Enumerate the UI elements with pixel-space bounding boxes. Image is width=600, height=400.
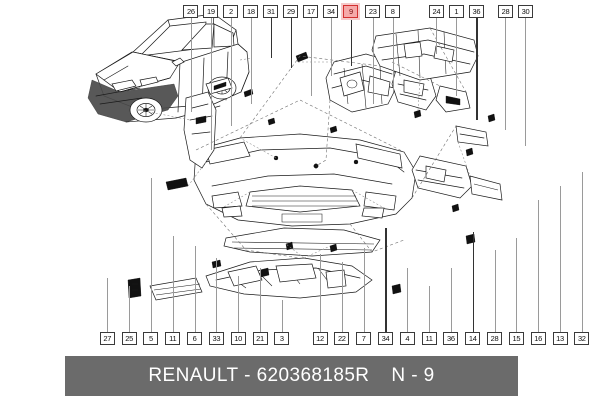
leader-line-23-t9 <box>372 18 374 104</box>
bottom-callout-12-9[interactable]: 12 <box>312 332 328 345</box>
top-callout-1-12[interactable]: 1 <box>448 5 464 18</box>
top-callout-19-1[interactable]: 19 <box>203 5 219 18</box>
bottom-callout-11-3[interactable]: 11 <box>165 332 181 345</box>
leader-line-36-t13 <box>476 18 478 120</box>
leader-line-2-t2 <box>230 18 232 126</box>
leader-line-1-t12 <box>456 18 458 96</box>
leader-line-11-b3 <box>172 236 174 332</box>
leader-line-30-t15 <box>525 18 527 146</box>
leader-line-15-b18 <box>516 238 518 332</box>
leader-line-11-b14 <box>429 286 431 332</box>
bottom-callout-16-19[interactable]: 16 <box>530 332 546 345</box>
bottom-callout-13-20[interactable]: 13 <box>552 332 568 345</box>
right-bracket-group <box>411 85 503 201</box>
leader-line-6-b4 <box>194 246 196 332</box>
leader-line-32-b21 <box>581 172 583 332</box>
bottom-callout-21-7[interactable]: 21 <box>252 332 268 345</box>
leader-line-5-b2 <box>150 178 152 332</box>
front-bumper-cover <box>193 133 417 227</box>
leader-line-34-t7 <box>330 18 332 76</box>
footer-brand: RENAULT <box>148 365 239 386</box>
top-callout-23-9[interactable]: 23 <box>365 5 381 18</box>
top-callout-17-6[interactable]: 17 <box>303 5 319 18</box>
leader-line-31-t4 <box>270 18 273 58</box>
leader-line-27-b0 <box>107 278 109 332</box>
leader-line-3-b8 <box>281 300 283 332</box>
bottom-callout-6-4[interactable]: 6 <box>187 332 203 345</box>
bottom-callout-22-10[interactable]: 22 <box>334 332 350 345</box>
bottom-callout-10-6[interactable]: 10 <box>230 332 246 345</box>
bottom-callout-4-13[interactable]: 4 <box>399 332 415 345</box>
left-side-bracket-group <box>183 77 233 169</box>
leader-line-10-b6 <box>238 276 240 332</box>
bumper-reinforcement-beam <box>371 27 479 81</box>
footer-part-number: 620368185R <box>256 365 370 386</box>
leader-line-9-t8 <box>350 18 353 66</box>
top-callout-36-13[interactable]: 36 <box>468 5 484 18</box>
bottom-callout-25-1[interactable]: 25 <box>121 332 137 345</box>
top-callout-26-0[interactable]: 26 <box>183 5 199 18</box>
top-callout-2-2[interactable]: 2 <box>223 5 239 18</box>
top-callout-9-8[interactable]: 9 <box>343 5 359 18</box>
top-callout-29-5[interactable]: 29 <box>283 5 299 18</box>
bottom-callout-34-12[interactable]: 34 <box>377 332 393 345</box>
leader-line-22-b10 <box>341 262 343 332</box>
leader-line-29-t5 <box>290 18 293 68</box>
bottom-callout-3-8[interactable]: 3 <box>274 332 290 345</box>
leader-line-28-b17 <box>494 250 496 332</box>
vehicle-illustration <box>87 13 253 123</box>
footer-sheet-code: N - 9 <box>391 365 435 386</box>
footer-dash: - <box>238 365 257 386</box>
leader-line-17-t6 <box>310 18 312 96</box>
leader-line-16-b19 <box>538 200 540 332</box>
leader-line-13-b20 <box>560 186 561 332</box>
top-callout-34-7[interactable]: 34 <box>323 5 339 18</box>
leader-line-19-t1 <box>210 18 212 150</box>
footer-bar: RENAULT - 620368185R N - 9 <box>65 356 518 396</box>
bottom-callout-5-2[interactable]: 5 <box>143 332 159 345</box>
leader-line-33-b5 <box>216 258 218 332</box>
bottom-callout-32-21[interactable]: 32 <box>574 332 590 345</box>
bottom-callout-11-14[interactable]: 11 <box>421 332 437 345</box>
bottom-callout-14-16[interactable]: 14 <box>465 332 481 345</box>
leader-line-18-t3 <box>250 18 252 104</box>
leader-line-26-t0 <box>190 18 192 112</box>
assembly-guides <box>139 27 471 259</box>
top-callout-30-15[interactable]: 30 <box>517 5 533 18</box>
bottom-callout-33-5[interactable]: 33 <box>208 332 224 345</box>
leader-line-4-b13 <box>407 268 409 332</box>
top-callout-31-4[interactable]: 31 <box>263 5 279 18</box>
top-callout-28-14[interactable]: 28 <box>497 5 513 18</box>
bottom-callout-36-15[interactable]: 36 <box>443 332 459 345</box>
bottom-callout-27-0[interactable]: 27 <box>99 332 115 345</box>
bottom-callout-15-18[interactable]: 15 <box>508 332 524 345</box>
leader-line-36-b15 <box>450 268 452 332</box>
top-callout-8-10[interactable]: 8 <box>385 5 401 18</box>
leader-line-25-b1 <box>129 286 131 332</box>
headlamp-assembly <box>325 53 437 113</box>
leader-line-7-b11 <box>363 248 365 332</box>
leader-line-34-b12 <box>385 228 387 332</box>
top-callout-24-11[interactable]: 24 <box>428 5 444 18</box>
bottom-callout-7-11[interactable]: 7 <box>356 332 372 345</box>
leader-line-12-b9 <box>320 254 321 332</box>
leader-line-8-t10 <box>392 18 394 92</box>
lower-deflector-group <box>149 227 381 301</box>
leader-line-28-t14 <box>505 18 507 130</box>
top-callout-18-3[interactable]: 18 <box>243 5 259 18</box>
bottom-callout-28-17[interactable]: 28 <box>487 332 503 345</box>
leader-line-24-t11 <box>436 18 438 54</box>
leader-line-14-b16 <box>472 232 474 332</box>
leader-line-21-b7 <box>260 268 261 332</box>
